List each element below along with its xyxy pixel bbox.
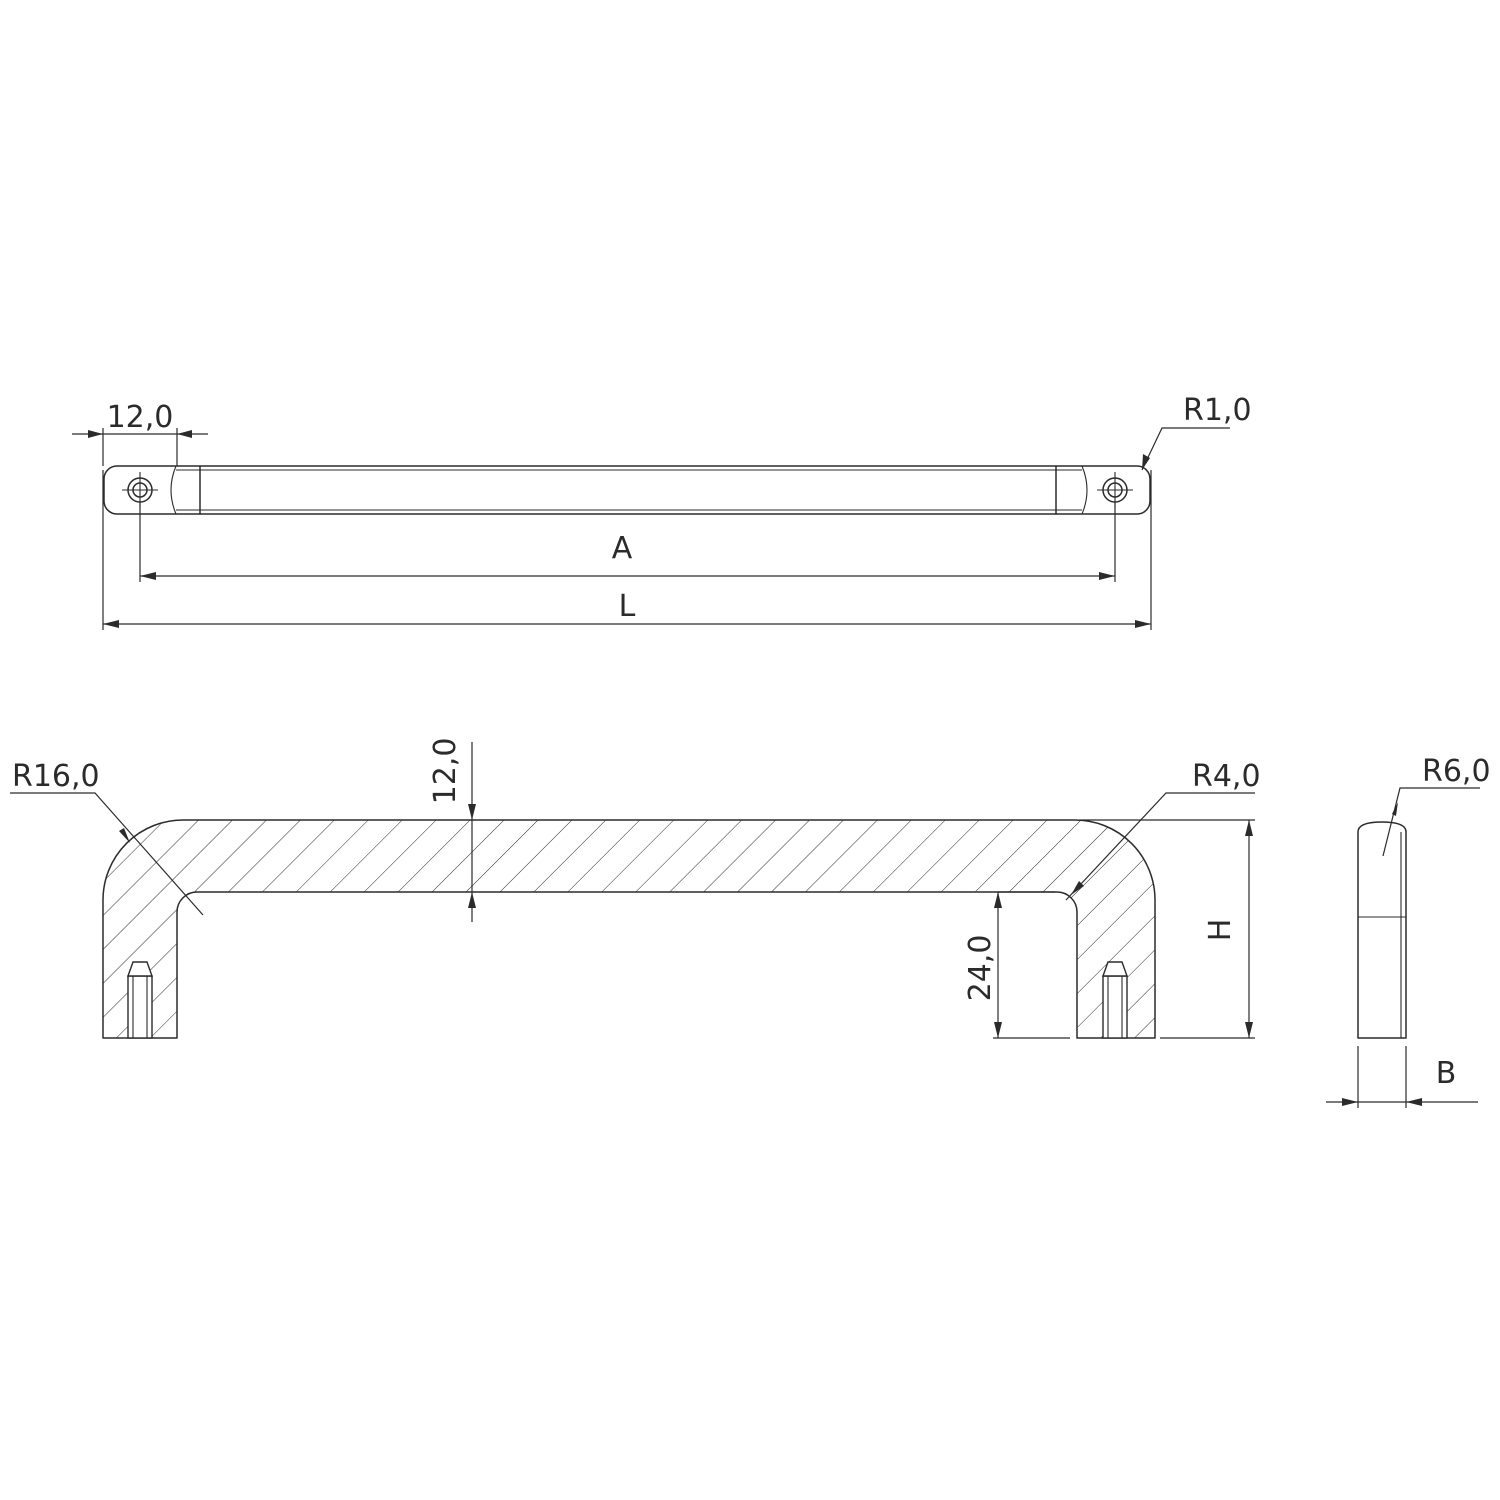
label-outer-corner-radius: R16,0	[12, 759, 100, 794]
dimension-top-slot-width: 12,0	[72, 400, 208, 466]
side-view-outline	[1357, 821, 1407, 1039]
front-view-outline	[102, 819, 1156, 1039]
label-hole-distance: A	[612, 531, 633, 566]
side-view: R6,0 B	[1326, 754, 1491, 1108]
label-inner-corner-radius: R4,0	[1192, 759, 1261, 794]
right-threaded-insert	[1102, 961, 1128, 1039]
label-leg-height: 24,0	[963, 935, 998, 1002]
dimension-side-width: B	[1326, 1046, 1478, 1108]
label-top-end-radius: R1,0	[1183, 393, 1252, 428]
dimension-hole-distance: A	[139, 502, 1116, 582]
label-overall-height: H	[1203, 919, 1238, 942]
dimension-leg-height: 24,0	[963, 891, 1070, 1039]
top-view-outline	[103, 465, 1151, 515]
label-top-slot-width: 12,0	[107, 400, 174, 435]
dimension-overall-height: H	[1080, 819, 1255, 1039]
label-side-radius: R6,0	[1422, 754, 1491, 789]
label-bar-thickness: 12,0	[428, 738, 463, 805]
dimension-inner-corner-radius: R4,0	[1065, 759, 1261, 901]
front-view: R16,0 12,0 R4,0 24,0	[10, 738, 1261, 1039]
left-threaded-insert	[127, 961, 153, 1039]
dimension-outer-corner-radius: R16,0	[10, 759, 204, 916]
dimension-side-radius: R6,0	[1382, 754, 1491, 857]
left-screw-hole	[122, 472, 158, 508]
dimension-top-end-radius: R1,0	[1141, 393, 1252, 471]
label-overall-length: L	[619, 589, 636, 624]
front-view-hatching	[103, 820, 1155, 1038]
dimension-overall-length: L	[102, 470, 1152, 630]
top-view: 12,0 R1,0 A L	[72, 393, 1252, 630]
dimension-bar-thickness: 12,0	[428, 738, 476, 922]
label-side-width: B	[1436, 1056, 1457, 1091]
